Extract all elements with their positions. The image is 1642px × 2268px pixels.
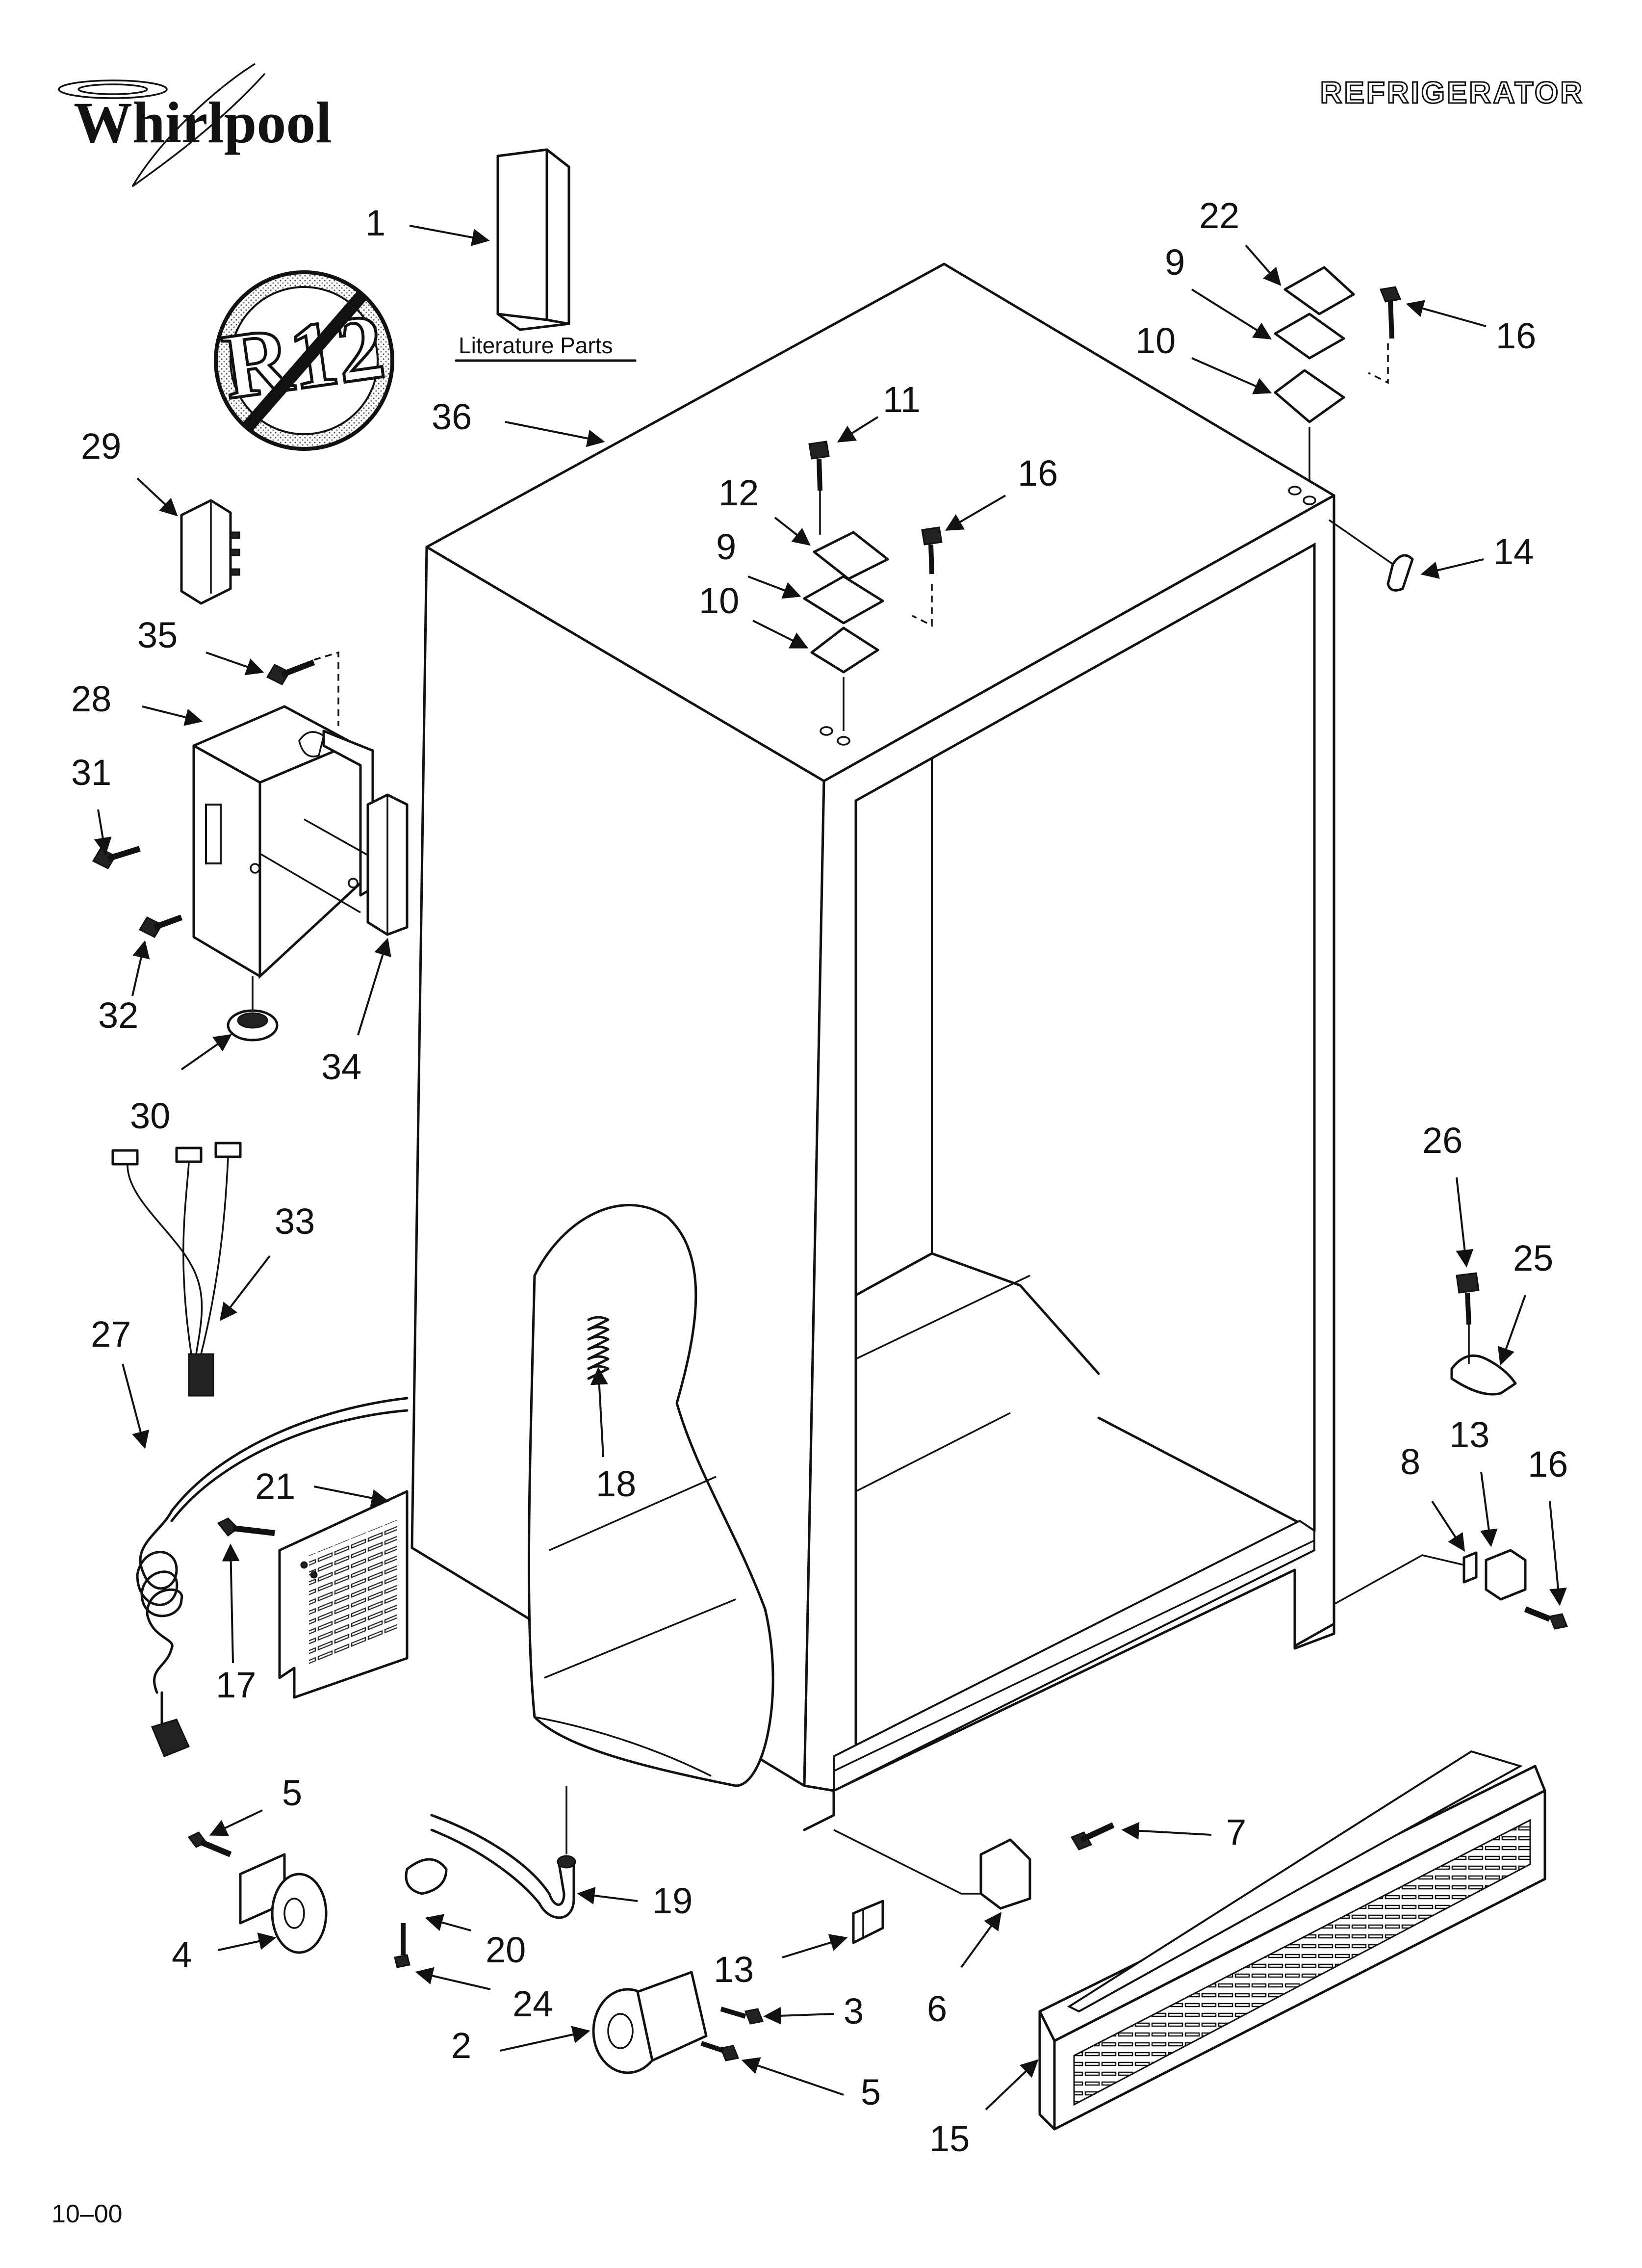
relay-part: [180, 499, 240, 605]
toe-grille: [1038, 1750, 1546, 2131]
appliance-category: REFRIGERATOR: [1320, 76, 1584, 110]
callout-10b: 10: [699, 580, 739, 621]
tube-clamp: [405, 1858, 448, 1895]
callout-6: 6: [927, 1988, 947, 2029]
control-box: [192, 705, 383, 979]
roller-assembly-right: [592, 1971, 708, 2074]
screw-icon: [1456, 1272, 1480, 1325]
callout-17: 17: [216, 1665, 256, 1705]
grille-clip: [833, 1829, 1031, 1910]
callout-15: 15: [929, 2118, 970, 2159]
callout-13b: 13: [714, 1949, 754, 1990]
mounting-bracket: [852, 1900, 884, 1944]
brand-name: Whirlpool: [74, 90, 332, 155]
wire-harness: [111, 1142, 242, 1397]
callout-10: 10: [1135, 320, 1176, 361]
callout-35: 35: [137, 615, 178, 655]
screw-icon: [808, 441, 830, 491]
callout-31: 31: [71, 752, 111, 793]
roller-assembly-left: [187, 1831, 328, 1954]
callout-1: 1: [365, 203, 385, 243]
callout-19: 19: [652, 1880, 693, 1921]
no-r12-refrigerant-icon: R12: [214, 270, 394, 451]
callout-16c: 16: [1528, 1444, 1568, 1485]
upper-hinge-stack-center: [803, 441, 943, 746]
callout-30: 30: [130, 1095, 170, 1136]
callout-36: 36: [432, 396, 472, 437]
callout-9: 9: [1165, 242, 1185, 283]
screw-icon: [700, 2041, 740, 2061]
screw-icon: [394, 1923, 410, 1968]
screw-icon: [1524, 1606, 1568, 1630]
literature-parts-caption: Literature Parts: [459, 333, 613, 358]
date-code: 10–00: [51, 2200, 123, 2228]
callout-25: 25: [1513, 1238, 1553, 1278]
door-stop: [1450, 1325, 1517, 1396]
screw-icon: [92, 846, 141, 869]
whirlpool-logo: Whirlpool: [58, 63, 332, 187]
callout-5: 5: [282, 1773, 302, 1813]
callout-34: 34: [321, 1046, 361, 1087]
screw-icon: [138, 914, 183, 938]
callout-9b: 9: [716, 526, 736, 567]
drain-tube: [430, 1786, 576, 1919]
callout-labels: 1 22 9 16 10 11 36 29 12 16 14 9 10 35 2…: [71, 195, 1568, 2159]
callout-26: 26: [1422, 1120, 1462, 1161]
callout-28: 28: [71, 678, 111, 719]
callout-24: 24: [513, 1983, 553, 2024]
leveling-bracket: [1334, 1549, 1527, 1605]
screw-icon: [266, 651, 339, 726]
callout-16: 16: [1496, 315, 1536, 356]
screw-icon: [720, 2007, 764, 2025]
callout-7: 7: [1226, 1812, 1246, 1852]
callout-29: 29: [81, 426, 121, 467]
callout-12: 12: [718, 472, 759, 513]
upper-hinge-stack-right: [1274, 266, 1402, 505]
screw-icon: [217, 1517, 275, 1537]
callout-18: 18: [596, 1463, 636, 1504]
screw-icon: [1070, 1822, 1115, 1851]
control-bracket: [366, 793, 409, 936]
grommet-part: [227, 976, 279, 1042]
callout-16b: 16: [1018, 453, 1058, 494]
literature-parts-booklet: [496, 148, 570, 331]
callout-21: 21: [255, 1466, 295, 1507]
callout-11: 11: [883, 379, 921, 420]
callout-33: 33: [275, 1201, 315, 1242]
logo-swirl-icon: [58, 79, 168, 99]
callout-32: 32: [98, 995, 138, 1036]
hinge-cover-clip: [1329, 519, 1414, 592]
screw-icon: [921, 526, 943, 574]
power-cord: [136, 1397, 409, 1757]
callout-3: 3: [844, 1991, 864, 2032]
drain-heater-spring: [587, 1316, 610, 1380]
callout-22: 22: [1199, 195, 1239, 236]
rear-access-cover: [278, 1490, 409, 1699]
callout-5b: 5: [861, 2072, 881, 2112]
callout-8: 8: [1400, 1441, 1420, 1482]
screw-icon: [1379, 286, 1402, 339]
refrigerator-cabinet: [410, 262, 1335, 1831]
callout-27: 27: [91, 1314, 131, 1355]
callout-4: 4: [172, 1934, 192, 1975]
callout-14: 14: [1493, 531, 1534, 572]
callout-13: 13: [1449, 1414, 1489, 1455]
callout-2: 2: [451, 2025, 471, 2066]
callout-20: 20: [486, 1929, 526, 1970]
